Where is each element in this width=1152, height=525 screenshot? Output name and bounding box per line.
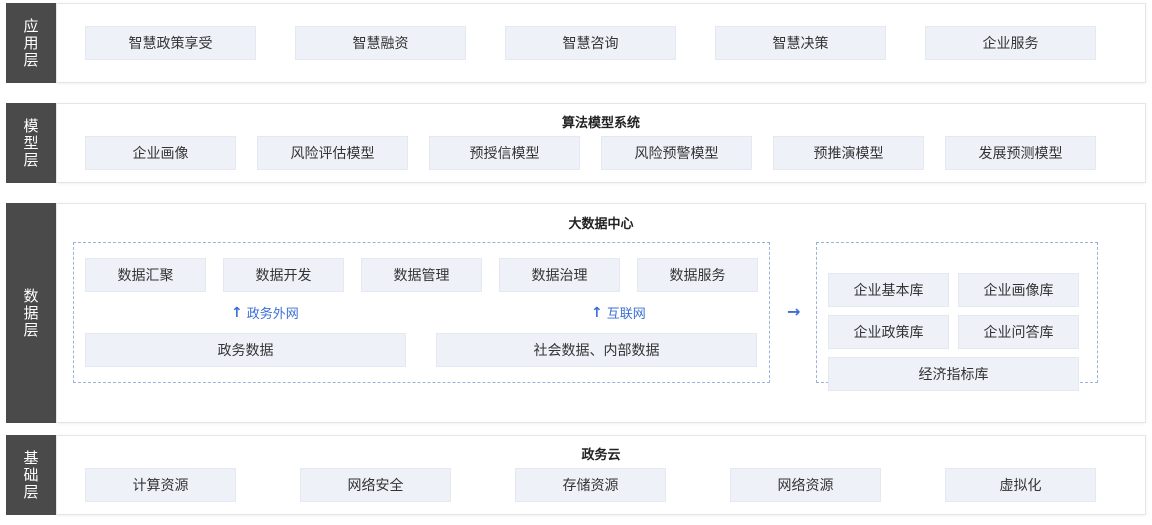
layer-label-char: 据 <box>23 303 39 322</box>
layer-label-char: 基 <box>23 448 39 467</box>
gov-net-text: 政务外网 <box>246 307 299 322</box>
layer-label-char: 模 <box>23 116 39 135</box>
app-layer-panel: 智慧政策享受 智慧融资 智慧咨询 智慧决策 企业服务 <box>56 3 1146 83</box>
library-item: 企业画像库 <box>958 273 1079 307</box>
base-item: 网络安全 <box>300 468 451 502</box>
model-item: 预推演模型 <box>773 136 924 170</box>
library-item: 企业基本库 <box>828 273 949 307</box>
layer-label-data: 数 据 层 <box>6 203 56 423</box>
data-center-group: 数据汇聚 数据开发 数据管理 数据治理 数据服务 ↑ 政务外网 ↑ 互联网 政务… <box>73 242 770 383</box>
app-item: 智慧决策 <box>715 26 886 60</box>
social-data-box: 社会数据、内部数据 <box>436 333 757 367</box>
model-item: 风险预警模型 <box>601 136 752 170</box>
up-arrow-icon: ↑ <box>591 304 603 321</box>
layer-label-char: 型 <box>23 133 39 152</box>
app-item: 智慧政策享受 <box>85 26 256 60</box>
layer-label-char: 层 <box>23 320 39 339</box>
layer-label-base: 基 础 层 <box>6 435 56 515</box>
base-layer-panel: 政务云 计算资源 网络安全 存储资源 网络资源 虚拟化 <box>56 435 1146 515</box>
data-op-item: 数据开发 <box>223 258 344 292</box>
model-item: 风险评估模型 <box>257 136 408 170</box>
app-item: 企业服务 <box>925 26 1096 60</box>
data-op-item: 数据管理 <box>361 258 482 292</box>
layer-label-char: 层 <box>23 482 39 501</box>
right-arrow-icon: → <box>787 302 801 321</box>
model-item: 发展预测模型 <box>945 136 1096 170</box>
library-group: 企业基本库 企业画像库 企业政策库 企业问答库 经济指标库 <box>816 242 1098 391</box>
gov-net-label: ↑ 政务外网 <box>231 303 299 323</box>
library-item: 企业问答库 <box>958 315 1079 349</box>
gov-data-box: 政务数据 <box>85 333 406 367</box>
model-layer-panel: 算法模型系统 企业画像 风险评估模型 预授信模型 风险预警模型 预推演模型 发展… <box>56 103 1146 183</box>
layer-label-model: 模 型 层 <box>6 103 56 183</box>
data-op-item: 数据汇聚 <box>85 258 206 292</box>
base-item: 网络资源 <box>730 468 881 502</box>
model-item: 企业画像 <box>85 136 236 170</box>
model-layer-title: 算法模型系统 <box>561 116 640 131</box>
layer-label-char: 用 <box>23 33 39 52</box>
data-layer-panel: 大数据中心 数据汇聚 数据开发 数据管理 数据治理 数据服务 ↑ 政务外网 ↑ … <box>56 203 1146 423</box>
app-item: 智慧咨询 <box>505 26 676 60</box>
data-op-item: 数据服务 <box>637 258 758 292</box>
base-item: 计算资源 <box>85 468 236 502</box>
data-op-item: 数据治理 <box>499 258 620 292</box>
internet-label: ↑ 互联网 <box>591 303 646 323</box>
layer-label-char: 数 <box>23 286 39 305</box>
base-item: 虚拟化 <box>945 468 1096 502</box>
data-layer-title: 大数据中心 <box>568 217 634 232</box>
layer-label-char: 层 <box>23 50 39 69</box>
internet-text: 互联网 <box>606 307 646 322</box>
library-item: 企业政策库 <box>828 315 949 349</box>
layer-label-char: 础 <box>23 465 39 484</box>
base-item: 存储资源 <box>515 468 666 502</box>
layer-label-char: 应 <box>23 16 39 35</box>
app-item: 智慧融资 <box>295 26 466 60</box>
layer-label-char: 层 <box>23 150 39 169</box>
model-item: 预授信模型 <box>429 136 580 170</box>
layer-label-app: 应 用 层 <box>6 3 56 83</box>
base-layer-title: 政务云 <box>581 448 621 463</box>
up-arrow-icon: ↑ <box>231 304 243 321</box>
library-item: 经济指标库 <box>828 357 1079 391</box>
